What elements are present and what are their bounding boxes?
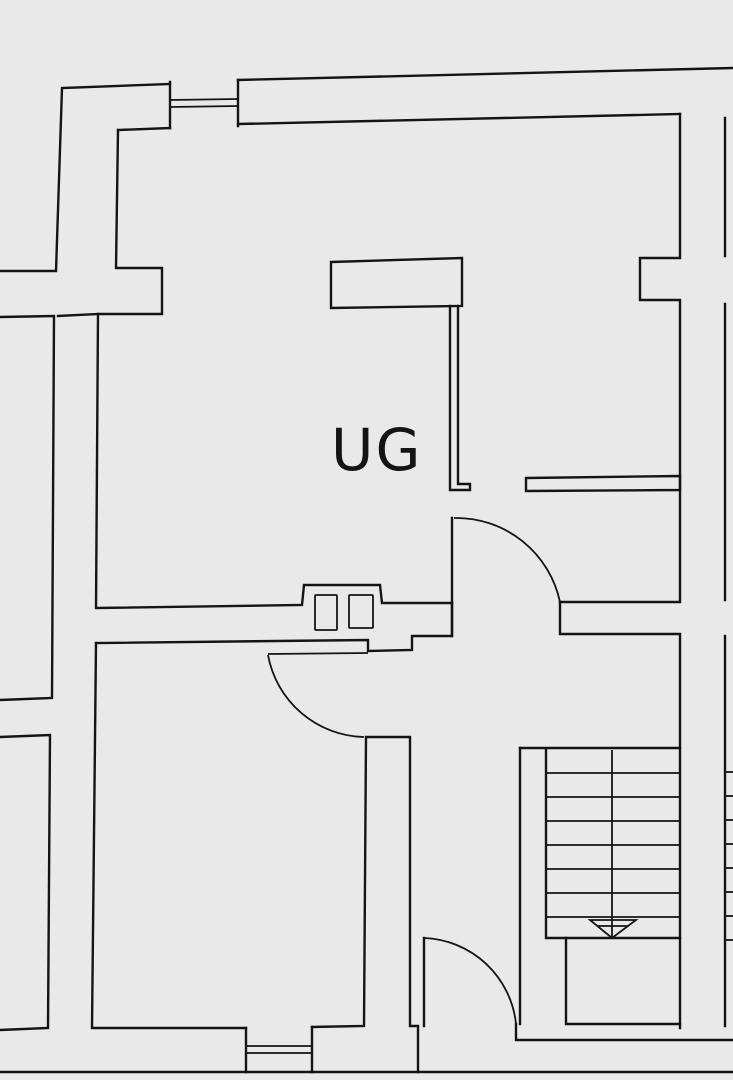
upper-door bbox=[94, 516, 561, 653]
room-lower-left bbox=[90, 641, 420, 1074]
top-wall bbox=[0, 66, 733, 273]
room-upper-right bbox=[524, 112, 682, 1030]
service-shafts bbox=[314, 594, 374, 631]
neighbour-stair-treads bbox=[725, 771, 733, 941]
top-window bbox=[168, 78, 240, 130]
lower-door bbox=[422, 936, 733, 1042]
staircase bbox=[518, 746, 682, 1026]
bottom-window bbox=[0, 1025, 733, 1074]
chimney-block bbox=[329, 256, 472, 492]
room-upper-left bbox=[56, 128, 454, 610]
floor-label: UG bbox=[331, 416, 422, 484]
left-side-room-upper bbox=[0, 314, 56, 1032]
